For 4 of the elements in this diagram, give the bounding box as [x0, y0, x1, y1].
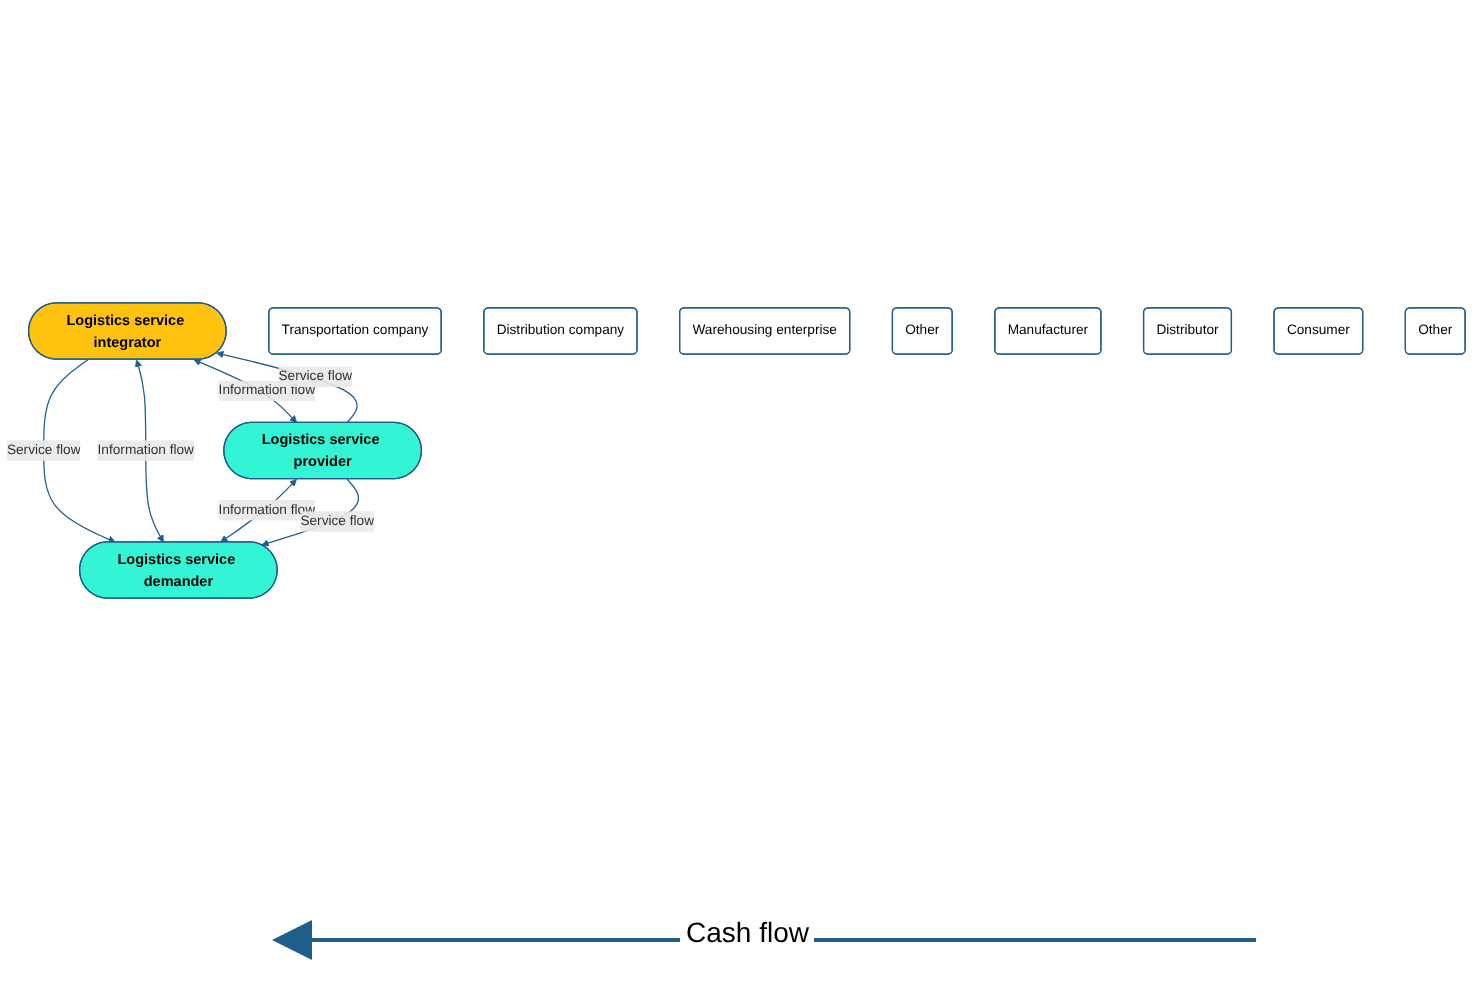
flow-label: Cash flow: [680, 916, 815, 948]
arrow: [134, 359, 164, 543]
arrow: [216, 350, 358, 423]
arrow: [43, 358, 116, 543]
